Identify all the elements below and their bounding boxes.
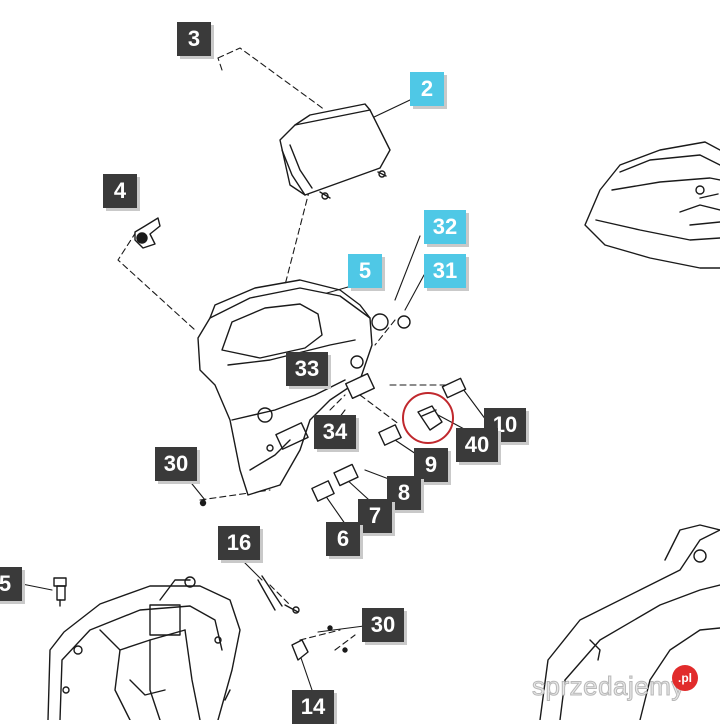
part-sensor (53, 577, 67, 607)
part-bracket (134, 217, 161, 249)
highlight-circle (402, 392, 454, 444)
callout-10: 10 (484, 408, 526, 442)
callout-8: 8 (387, 476, 421, 510)
leader-lines (117, 47, 451, 651)
callout-6: 6 (326, 522, 360, 556)
callout-16: 16 (218, 526, 260, 560)
watermark-text: sprzedajemy (532, 671, 685, 702)
callout-4: 4 (103, 174, 137, 208)
watermark-badge: .pl (672, 665, 698, 691)
callout-34: 34 (314, 415, 356, 449)
part-clip (291, 639, 309, 661)
callout-3: 3 (177, 22, 211, 56)
part-dash-panel (197, 279, 373, 496)
part-lower-right-assembly (539, 524, 720, 720)
part-link (257, 575, 300, 614)
part-upper-right-assembly (584, 141, 720, 269)
callout-40: 40 (456, 428, 498, 462)
callout-30-lower: 30 (362, 608, 404, 642)
callout-7: 7 (358, 499, 392, 533)
part-rings (371, 313, 411, 331)
callout-33: 33 (286, 352, 328, 386)
callout-31: 31 (424, 254, 466, 288)
part-switches (311, 372, 467, 502)
callout-32: 32 (424, 210, 466, 244)
part-connector (417, 405, 443, 431)
callout-30-upper: 30 (155, 447, 197, 481)
callout-14: 14 (292, 690, 334, 724)
callout-5: 5 (348, 254, 382, 288)
part-lower-frame (47, 576, 241, 720)
part-display-unit (279, 103, 391, 200)
callout-5-left: 5 (0, 567, 22, 601)
callout-9: 9 (414, 448, 448, 482)
callout-2: 2 (410, 72, 444, 106)
